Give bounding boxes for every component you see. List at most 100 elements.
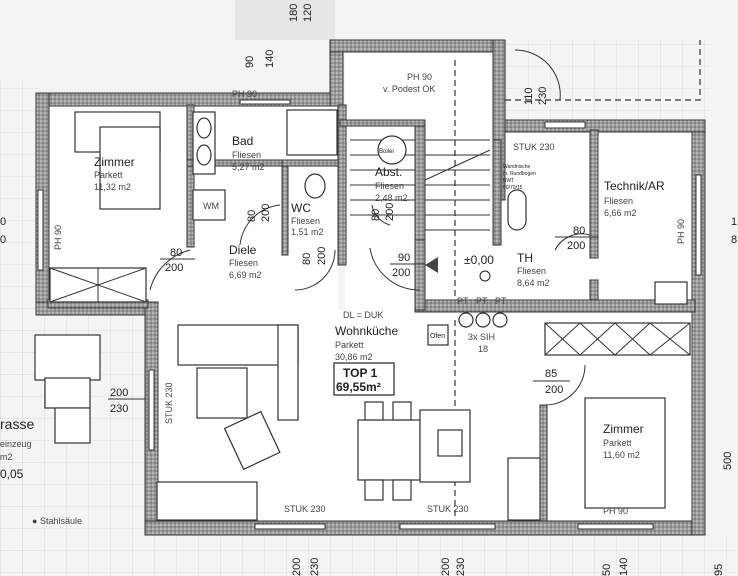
plan-label: 8 (731, 234, 737, 246)
room-area: 6,69 m2 (229, 270, 262, 280)
kitchen-cabinets (544, 322, 691, 356)
plan-label: 80 (370, 209, 382, 221)
room-bad: Bad Fliesen 5,27 m2 (232, 134, 265, 172)
boiler-label: Boiler (379, 149, 394, 155)
wall-niche (507, 189, 527, 231)
plan-label: PH 90 (603, 506, 628, 516)
room-zimmer-1: Zimmer Parkett 11,32 m2 (94, 155, 135, 192)
plan-label: 110 (523, 87, 535, 105)
plan-label: 200 (384, 203, 396, 221)
room-name: Diele (229, 243, 257, 257)
room-floor: Parkett (335, 340, 364, 350)
shower (286, 109, 338, 156)
plan-label: PH 90 (53, 225, 63, 250)
boiler (377, 135, 407, 165)
plan-label: 230 (110, 403, 128, 415)
plan-label: PH 90 (232, 89, 257, 99)
room-floor: Fliesen (232, 150, 261, 160)
wandnische-label: Wandnische (503, 164, 531, 170)
plan-label: 0 (0, 216, 6, 228)
plan-label: 80 (246, 210, 258, 222)
plan-label: 500 (722, 452, 734, 470)
room-name: TH (517, 251, 533, 265)
plan-label: 80 (301, 253, 313, 265)
coffee-table (196, 367, 248, 419)
bed-2 (584, 397, 666, 509)
furniture (34, 109, 691, 521)
plan-label: 230 (455, 558, 467, 576)
room-area: 1,51 m2 (291, 227, 324, 237)
plan-label: 230 (309, 558, 321, 576)
windows (37, 99, 702, 530)
wm-label: WM (203, 201, 219, 211)
plan-label: 200 (545, 384, 563, 396)
armchair (223, 410, 281, 471)
pt-label: PT (457, 296, 469, 306)
plan-label: 80 (170, 247, 182, 259)
roof-area (235, 0, 335, 40)
plan-label: 85 (545, 368, 557, 380)
plan-label: 200 (567, 240, 585, 252)
plan-label: 80 (573, 225, 585, 237)
plan-label: 1 (731, 216, 737, 228)
level-marker: ±0,00 (464, 253, 494, 267)
room-area: 11,32 m2 (94, 182, 131, 192)
room-abst: Abst. Fliesen 2,48 m2 (375, 165, 408, 203)
plan-label: 180 (288, 4, 300, 22)
room-area: 6,66 m2 (604, 208, 637, 218)
plan-label: 200 (110, 387, 128, 399)
oven (427, 324, 449, 346)
room-name: Bad (232, 134, 253, 148)
room-floor: Parkett (94, 170, 123, 180)
technik-sink (654, 281, 688, 305)
room-zimmer-2: Zimmer Parkett 11,60 m2 (603, 422, 644, 460)
plan-label: 140 (618, 558, 630, 576)
room-name: WC (291, 201, 311, 215)
room-area: 30,86 m2 (335, 352, 373, 362)
room-name: Abst. (375, 165, 402, 179)
plan-label: 95 (713, 564, 725, 576)
balcony-tiles (505, 40, 710, 120)
fixture-labels: WM Boiler Ofen PT PT PT 3x SIH 18 Wandni… (203, 149, 536, 354)
room-floor: einzeug (0, 439, 32, 449)
room-floor: Fliesen (375, 181, 404, 191)
plan-label: STUK 230 (513, 142, 555, 152)
toilet (304, 173, 326, 199)
room-wc: WC Fliesen 1,51 m2 (291, 201, 324, 237)
terrace-sofa (34, 334, 101, 381)
wandnische-label: 50/70/15 (503, 185, 523, 191)
dining-table (357, 419, 421, 481)
plan-label: 140 (264, 50, 276, 68)
plan-label: PH 90 (676, 219, 686, 244)
unit-area: 69,55m² (336, 380, 381, 394)
balcony-outline (505, 40, 701, 101)
entrance-arrow-icon (425, 257, 438, 273)
terrace-level: 0,05 (0, 467, 24, 481)
plan-label: 0 (0, 234, 6, 246)
washing-machine (192, 189, 226, 221)
wandnische-label: m. Rundbogen (503, 171, 536, 177)
room-technik: Technik/AR Fliesen 6,66 m2 (604, 179, 665, 218)
bottom-tiles (150, 535, 738, 576)
unit-label: TOP 1 (343, 366, 378, 380)
room-name: Technik/AR (604, 179, 665, 193)
plan-label: 200 (291, 558, 303, 576)
room-floor: Fliesen (291, 216, 320, 226)
door-swings (149, 49, 591, 406)
plan-label: 200 (392, 267, 410, 279)
cooktop (437, 429, 463, 457)
room-wohnkueche: DL = DUK Wohnküche Parkett 30,86 m2 TOP … (333, 310, 398, 396)
plan-label: 200 (316, 247, 328, 265)
room-floor: Fliesen (229, 258, 258, 268)
plan-label: STUK 230 (427, 504, 469, 514)
pt-label: PT (476, 296, 488, 306)
plan-label: 200 (260, 204, 272, 222)
wardrobe-2 (507, 457, 541, 521)
plan-label: 120 (302, 4, 314, 22)
door-dimensions: 80 200 80 200 80 200 80 200 90 200 80 20… (108, 87, 598, 415)
room-th: TH Fliesen 8,64 m2 (517, 251, 550, 288)
room-name: Zimmer (94, 155, 135, 169)
stahlsaeule-label: ● Stahlsäule (32, 516, 82, 526)
room-area: 8,64 m2 (517, 278, 550, 288)
bed-1 (99, 126, 161, 210)
